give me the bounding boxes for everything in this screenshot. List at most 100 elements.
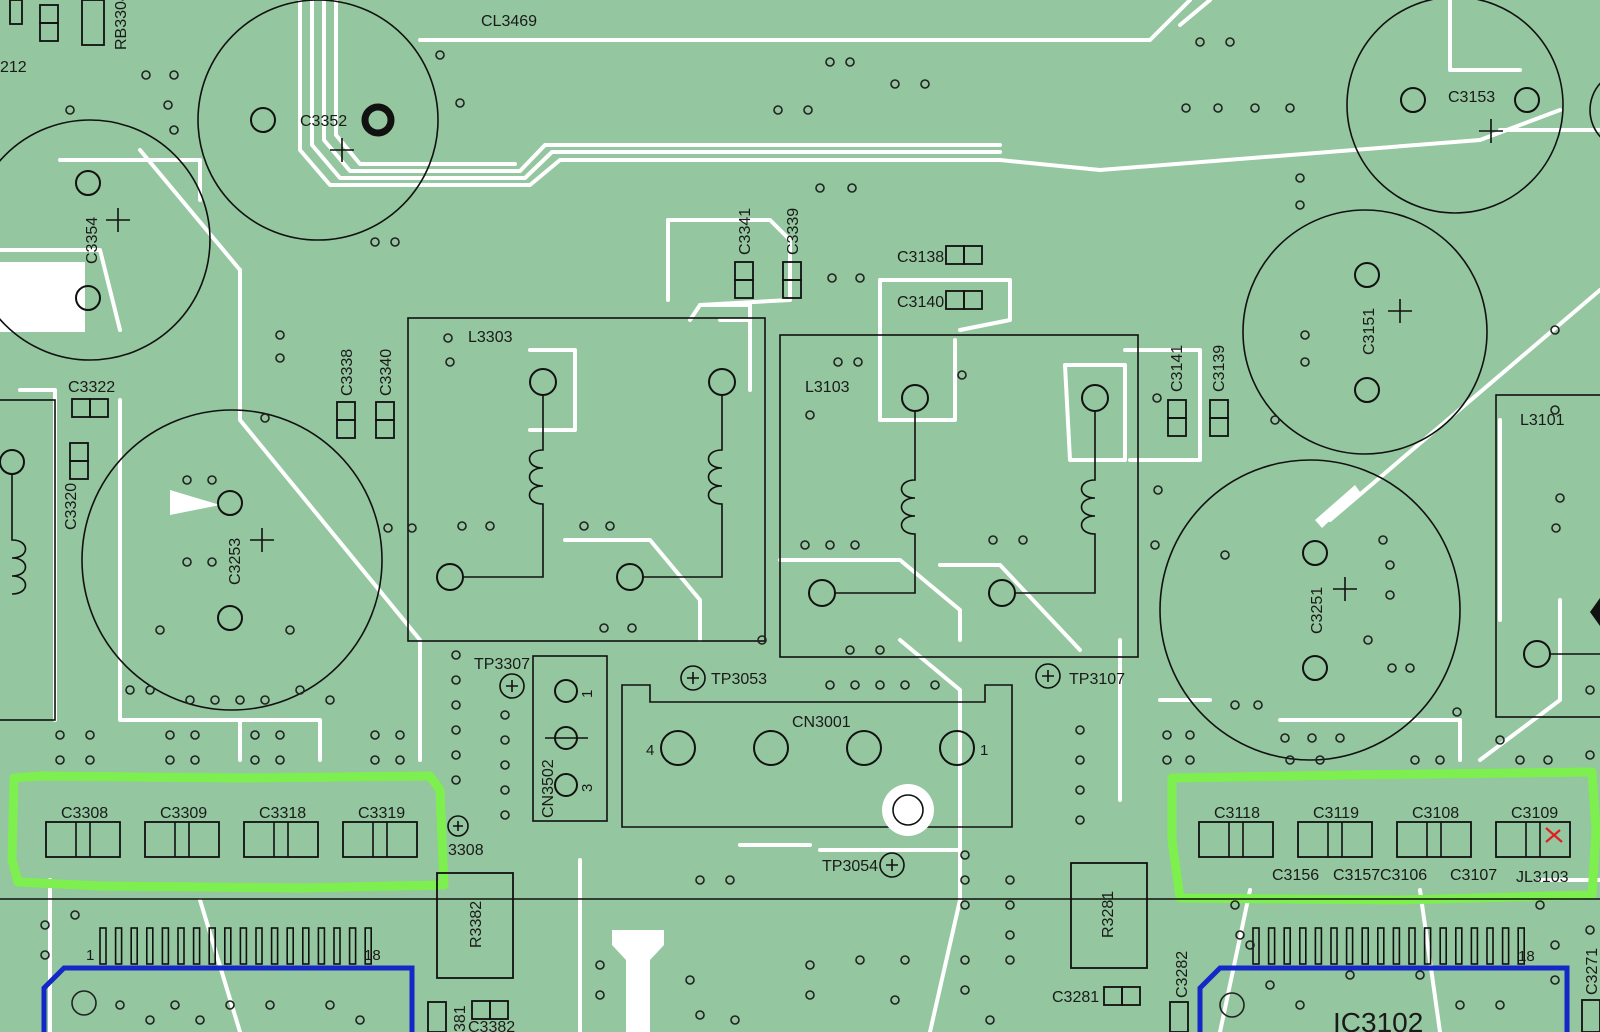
label-l3103: L3103 <box>805 379 850 396</box>
via-hole <box>451 775 461 785</box>
cap-c3253[interactable]: C3253 <box>81 409 383 711</box>
via-hole <box>1555 493 1565 503</box>
smd-c3341[interactable]: C3341 <box>734 208 754 299</box>
label-cn3001-pin1: 1 <box>980 742 988 759</box>
via-hole <box>685 975 695 985</box>
via-hole <box>957 370 967 380</box>
smd-c3138[interactable]: C3138 <box>897 245 983 266</box>
cap-c3153[interactable]: C3153 <box>1346 0 1564 214</box>
smd-c3320[interactable]: C3320 <box>63 442 89 530</box>
via-hole <box>1385 590 1395 600</box>
via-hole <box>451 750 461 760</box>
label-cn3502: CN3502 <box>540 759 557 818</box>
via-hole <box>988 535 998 545</box>
via-hole <box>1551 523 1561 533</box>
testpoint-tp3307[interactable]: TP3307 <box>474 656 530 699</box>
via-hole <box>225 1000 235 1010</box>
smd-c3271[interactable]: C3271 <box>1581 948 1600 1032</box>
testpoint-tp3053[interactable]: TP3053 <box>680 665 767 691</box>
testpoint-tp3107[interactable]: TP3107 <box>1035 663 1125 689</box>
via-hole <box>875 680 885 690</box>
smd-c3282[interactable]: C3282 <box>1169 951 1191 1032</box>
via-hole <box>275 730 285 740</box>
ic-left[interactable]: 1 18 <box>41 927 415 1032</box>
connector-cn3001[interactable]: CN3001 4 1 <box>621 684 1013 836</box>
ic-pin <box>239 927 248 965</box>
smd-c3139[interactable]: C3139 <box>1209 345 1229 437</box>
via-hole <box>930 680 940 690</box>
via-hole <box>1265 980 1275 990</box>
ic-pin <box>1267 927 1276 965</box>
resistor-r3382[interactable]: R3382 <box>436 872 514 979</box>
connector-cn3502[interactable]: 1 3 CN3502 <box>532 655 608 822</box>
label-c3156: C3156 <box>1272 867 1319 884</box>
smd-c3339[interactable]: C3339 <box>782 208 802 299</box>
via-hole <box>800 540 810 550</box>
via-hole <box>845 57 855 67</box>
highlight-right-caps <box>1167 767 1600 905</box>
ic-pin <box>1345 927 1354 965</box>
smd-c3319[interactable]: C3319 <box>342 805 418 858</box>
inductor-l3103[interactable]: L3103 <box>779 334 1139 658</box>
via-hole <box>1550 975 1560 985</box>
smd-c3108[interactable]: C3108 <box>1396 805 1472 858</box>
cap-c3354[interactable]: C3354 <box>0 119 211 361</box>
via-hole <box>185 695 195 705</box>
smd-c3141[interactable]: C3141 <box>1167 345 1187 437</box>
via-hole <box>1455 1000 1465 1010</box>
inductor-l3101[interactable]: L3101 <box>1495 394 1600 718</box>
via-hole <box>141 70 151 80</box>
smd-c3140[interactable]: C3140 <box>897 290 983 311</box>
top-left-parts[interactable]: RB3304 212 <box>0 0 130 76</box>
label-tp3053: TP3053 <box>711 671 767 688</box>
smd-c3118[interactable]: C3118 <box>1198 805 1274 858</box>
via-hole <box>55 730 65 740</box>
via-hole <box>845 645 855 655</box>
ic3102[interactable]: 18 IC3102 <box>1197 927 1570 1032</box>
smd-c3119[interactable]: C3119 <box>1297 805 1373 858</box>
cap-c3251[interactable]: C3251 <box>1159 459 1461 761</box>
label-cl3469: CL3469 <box>481 13 537 30</box>
resistor-r3281[interactable]: R3281 <box>1070 862 1148 969</box>
testpoint-3308[interactable]: 3308 <box>447 815 484 859</box>
smd-c3109[interactable]: C3109 <box>1495 805 1571 858</box>
smd-c3318[interactable]: C3318 <box>243 805 319 858</box>
ic-pin <box>333 927 341 965</box>
via-hole <box>1075 755 1085 765</box>
via-hole <box>1162 730 1172 740</box>
via-hole <box>285 625 295 635</box>
via-hole <box>855 955 865 965</box>
via-hole <box>170 1000 180 1010</box>
via-hole <box>725 875 735 885</box>
smd-c3338[interactable]: C3338 <box>336 349 356 439</box>
cap-c3151[interactable]: C3151 <box>1242 209 1488 455</box>
inductor-l3303[interactable]: L3303 <box>407 317 766 642</box>
label-c3106: C3106 <box>1380 867 1427 884</box>
via-hole <box>455 98 465 108</box>
via-hole <box>407 523 417 533</box>
via-hole <box>815 183 825 193</box>
testpoint-tp3054[interactable]: TP3054 <box>822 852 905 878</box>
label-c3282: C3282 <box>1174 951 1191 998</box>
inductor-left-partial[interactable] <box>0 399 56 721</box>
label-r212: 212 <box>0 59 27 76</box>
via-hole <box>1270 415 1280 425</box>
smd-c3308[interactable]: C3308 <box>45 805 121 858</box>
smd-c3309[interactable]: C3309 <box>144 805 220 858</box>
via-hole <box>210 695 220 705</box>
label-l3303: L3303 <box>468 329 513 346</box>
via-hole <box>805 410 815 420</box>
smd-c3382[interactable]: 381 C3382 <box>427 1000 515 1032</box>
smd-c3281[interactable]: C3281 <box>1052 986 1141 1006</box>
via-hole <box>451 650 461 660</box>
smd-c3340[interactable]: C3340 <box>375 349 395 439</box>
partial-cap-right-edge <box>1589 82 1600 138</box>
cap-c3352[interactable]: C3352 <box>197 0 439 241</box>
via-hole <box>250 730 260 740</box>
via-hole <box>1300 330 1310 340</box>
smd-c3322[interactable]: C3322 <box>68 379 115 418</box>
via-hole <box>500 760 510 770</box>
label-cn3001-pin4: 4 <box>646 742 654 759</box>
label-r3308: 3308 <box>448 842 484 859</box>
